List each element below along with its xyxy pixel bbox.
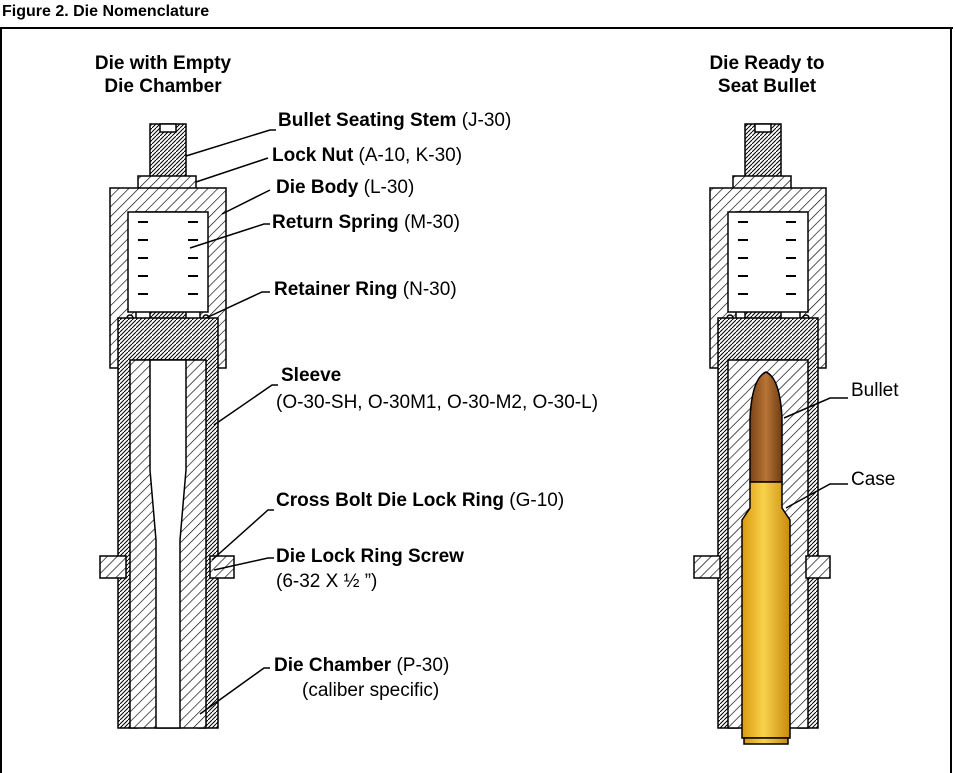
left-die [99,123,235,729]
chamber-name: Die Chamber [274,655,392,676]
leader-lines [185,129,848,715]
crossbolt-name: Cross Bolt Die Lock Ring [276,490,505,511]
retainer-name: Retainer Ring [274,279,398,300]
retainer-code: (N-30) [397,279,457,300]
left-lock-ring-r [209,555,235,579]
bullet-shape [749,371,783,483]
right-border [950,27,952,773]
label-return-spring: Return Spring (M-30) [272,212,460,234]
label-lock-ring-screw: Die Lock Ring Screw [276,546,464,568]
right-heading-line2: Seat Bullet [717,76,817,97]
label-screw-size: (6-32 X ½ ”) [276,571,378,592]
spring-name: Return Spring [272,212,399,233]
sleeve-name: Sleeve [281,365,342,386]
stem-name: Bullet Seating Stem [278,110,457,131]
label-sleeve: Sleeve [281,365,341,387]
screw-name: Die Lock Ring Screw [276,546,464,567]
stem-code: (J-30) [456,110,512,131]
left-die-chamber [149,359,187,729]
body-code: (L-30) [358,177,415,198]
body-name: Die Body [276,177,359,198]
chamber-code: (P-30) [391,655,450,676]
right-heading-line1: Die Ready to [709,53,825,74]
left-lock-ring-l [99,555,127,579]
locknut-name: Lock Nut [272,145,354,166]
left-heading-line2: Die Chamber [104,76,222,97]
figure-frame [0,27,953,773]
label-cross-bolt: Cross Bolt Die Lock Ring (G-10) [276,490,564,512]
label-bullet-seating-stem: Bullet Seating Stem (J-30) [278,110,511,132]
label-die-chamber: Die Chamber (P-30) [274,655,449,677]
crossbolt-code: (G-10) [504,490,565,511]
label-case: Case [851,469,896,490]
label-lock-nut: Lock Nut (A-10, K-30) [272,145,462,167]
label-bullet: Bullet [851,380,899,401]
left-heading-line1: Die with Empty [94,53,232,74]
label-chamber-note: (caliber specific) [302,680,440,701]
label-die-body: Die Body (L-30) [276,177,414,199]
right-die [693,123,831,745]
right-lock-ring-r [805,555,831,579]
locknut-code: (A-10, K-30) [353,145,463,166]
label-retainer-ring: Retainer Ring (N-30) [274,279,457,301]
label-sleeve-parts: (O-30-SH, O-30M1, O-30-M2, O-30-L) [276,392,599,413]
right-lock-ring-l [693,555,721,579]
figure-title: Figure 2. Die Nomenclature [2,3,210,20]
case-shape [741,481,791,739]
spring-code: (M-30) [398,212,460,233]
